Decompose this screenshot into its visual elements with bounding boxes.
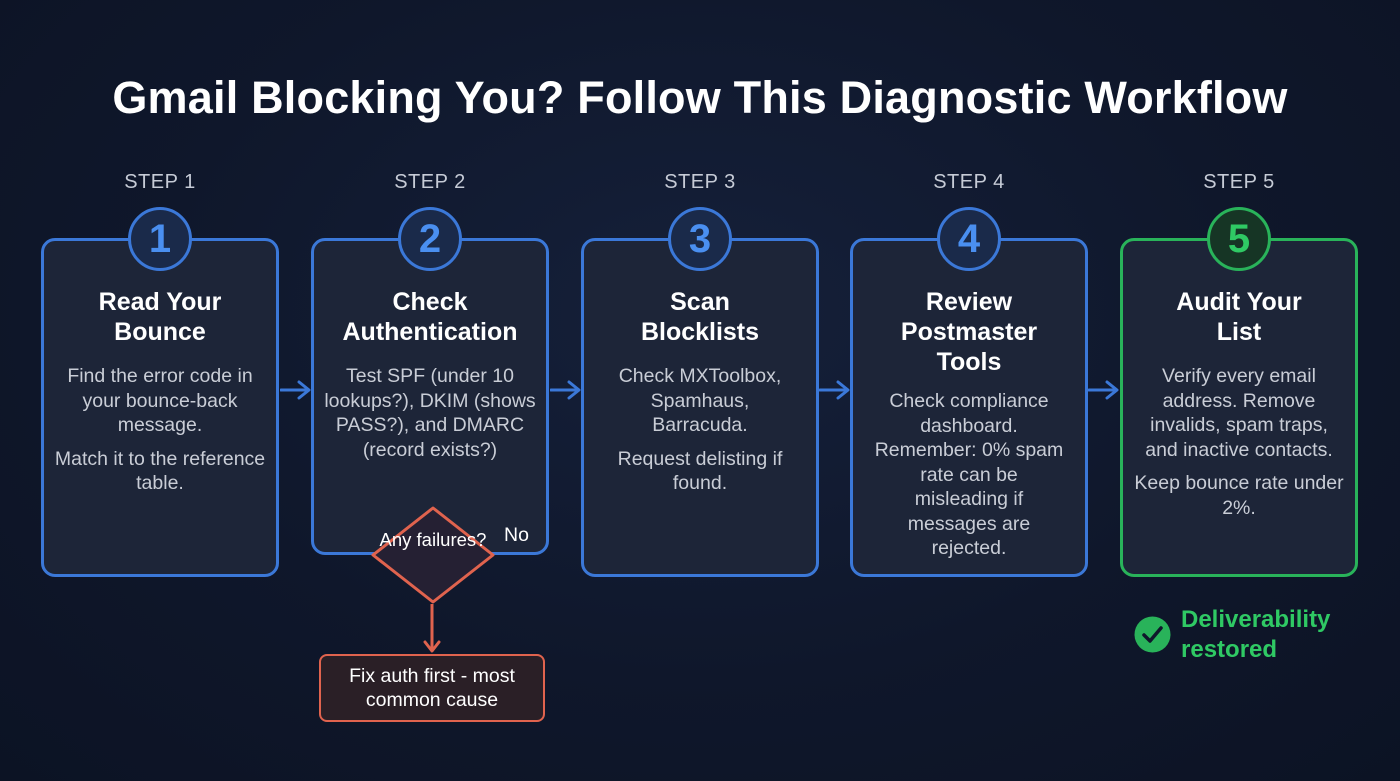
step-3-title: Scan Blocklists (640, 288, 760, 346)
step-1-title: Read Your Bounce (98, 288, 222, 346)
fix-auth-box: Fix auth first - most common cause (319, 654, 545, 722)
step-2-card (311, 238, 549, 555)
step-5-number-badge: 5 (1207, 207, 1271, 271)
check-circle-icon (1134, 616, 1171, 653)
step-5-label: STEP 5 (1203, 171, 1275, 193)
step-1-label: STEP 1 (124, 171, 196, 193)
step-1-description: Find the error code in your bounce-back … (54, 365, 266, 494)
step-1-number-badge: 1 (128, 207, 192, 271)
right-arrow-icon (280, 380, 311, 400)
step-3-card (581, 238, 819, 577)
step-4-description: Check compliance dashboard. Remember: 0%… (874, 390, 1064, 559)
decision-no-label: No (504, 524, 529, 546)
step-3-number-badge: 3 (668, 207, 732, 271)
step-5-title: Audit Your List (1176, 288, 1302, 346)
step-5-card (1120, 238, 1358, 577)
right-arrow-icon (1088, 380, 1119, 400)
step-2-label: STEP 2 (394, 171, 466, 193)
down-arrow-icon (423, 604, 441, 653)
step-5-description: Verify every email address. Remove inval… (1134, 365, 1344, 519)
right-arrow-icon (550, 380, 581, 400)
page-title: Gmail Blocking You? Follow This Diagnost… (112, 72, 1288, 123)
outcome-text: Deliverability restored (1181, 606, 1331, 663)
decision-diamond (371, 506, 495, 604)
step-4-number-badge: 4 (937, 207, 1001, 271)
step-4-title: Review Postmaster Tools (900, 288, 1038, 376)
step-1-card (41, 238, 279, 577)
step-2-description: Test SPF (under 10 lookups?), DKIM (show… (324, 365, 536, 461)
decision-question: Any failures? (379, 529, 487, 550)
step-4-card (850, 238, 1088, 577)
step-2-title: Check Authentication (342, 288, 518, 346)
right-arrow-icon (819, 380, 850, 400)
step-3-description: Check MXToolbox, Spamhaus, Barracuda. Re… (617, 365, 783, 494)
step-4-label: STEP 4 (933, 171, 1005, 193)
step-2-number-badge: 2 (398, 207, 462, 271)
step-3-label: STEP 3 (664, 171, 736, 193)
